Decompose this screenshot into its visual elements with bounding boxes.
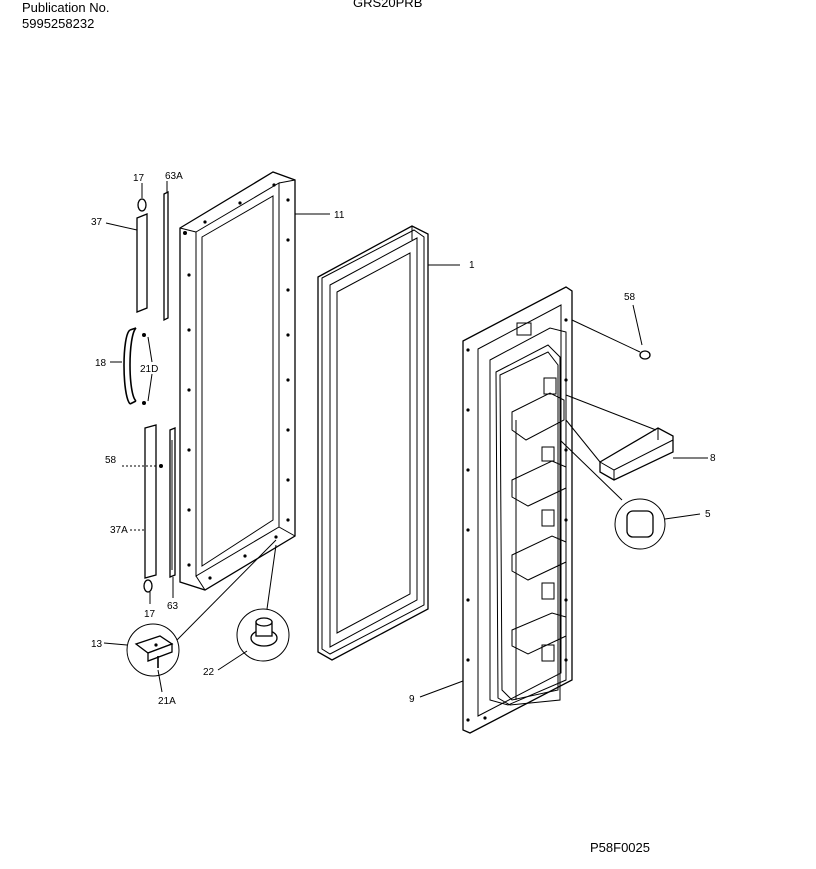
- part-5-shelf-end-cap: [614, 498, 666, 550]
- callout-63a: 63A: [165, 171, 183, 182]
- callout-9: 9: [409, 694, 415, 705]
- part-21d-screws: [142, 333, 146, 405]
- callout-37a: 37A: [110, 525, 128, 536]
- part-63-trim-strip-lower: [169, 427, 176, 578]
- leader-lines: [103, 181, 708, 698]
- callout-22: 22: [203, 667, 215, 678]
- part-13-hinge-bracket: [126, 623, 180, 677]
- callout-5: 5: [705, 509, 711, 520]
- callout-58-right: 58: [624, 292, 636, 303]
- part-8-door-shelf: [599, 427, 674, 481]
- callout-58-left: 58: [105, 455, 117, 466]
- part-17-end-cap-bottom: [143, 579, 153, 593]
- figure-code: P58F0025: [590, 840, 650, 855]
- part-18-door-handle: [123, 327, 137, 405]
- callout-labels: 17 63A 37 11 1 58 18 21D 58 8 5 37A 17 6…: [91, 171, 716, 707]
- callout-18: 18: [95, 358, 107, 369]
- publication-label: Publication No.: [22, 0, 110, 15]
- callout-21d: 21D: [140, 364, 158, 375]
- part-17-end-cap-top: [137, 198, 147, 212]
- part-37a-trim-lower: [144, 424, 157, 579]
- callout-1: 1: [469, 260, 475, 271]
- callout-37: 37: [91, 217, 103, 228]
- part-1-door-gasket: [317, 225, 429, 661]
- callout-8: 8: [710, 453, 716, 464]
- publication-number: 5995258232: [22, 16, 95, 31]
- part-22-hinge-bushing: [236, 608, 290, 662]
- callout-13: 13: [91, 639, 103, 650]
- callout-11: 11: [334, 210, 345, 221]
- part-58-screw-left: [159, 464, 163, 468]
- part-11-door-frame: [179, 171, 296, 591]
- callout-17-top: 17: [133, 173, 145, 184]
- part-58-screw-right: [639, 350, 651, 360]
- shelf-bins: [495, 344, 567, 706]
- part-63a-trim-strip: [163, 190, 169, 322]
- part-37-trim: [136, 213, 148, 313]
- callout-21a: 21A: [158, 696, 176, 707]
- callout-17-bottom: 17: [144, 609, 156, 620]
- callout-63: 63: [167, 601, 179, 612]
- part-9-door-liner: [462, 286, 573, 734]
- model-number: GRS20PRB: [353, 0, 423, 10]
